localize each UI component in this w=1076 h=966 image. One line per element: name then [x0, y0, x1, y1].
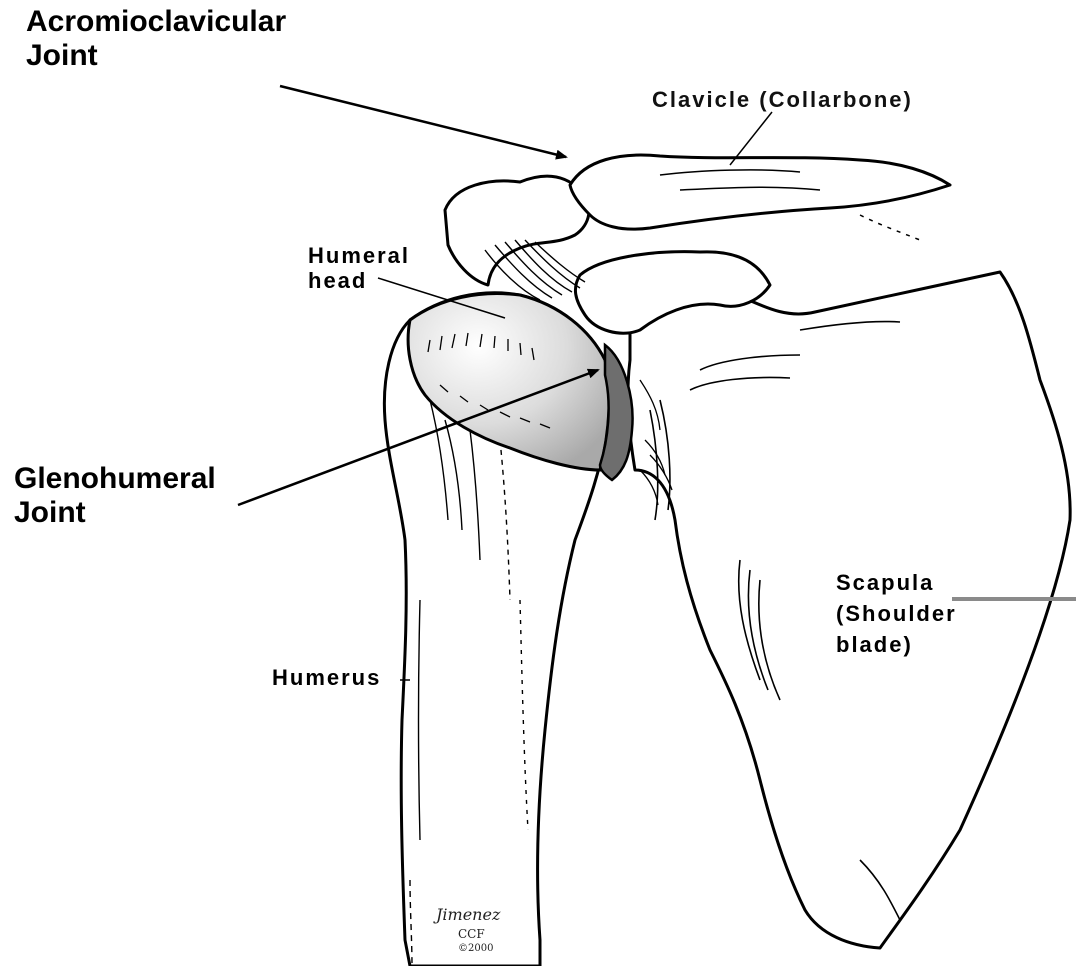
clavicle-bone — [570, 155, 950, 229]
glenohumeral-label: Glenohumeral Joint — [14, 462, 216, 529]
scapula-label-line2: (Shoulder — [836, 599, 957, 630]
glenohumeral-label-line2: Joint — [14, 496, 216, 530]
signature-org: CCF — [458, 927, 485, 941]
humerus-label: Humerus — [272, 666, 381, 691]
signature-year: ©2000 — [458, 943, 493, 954]
acromioclavicular-arrow — [280, 86, 566, 157]
signature-name: Jimenez — [436, 905, 500, 924]
acromioclavicular-label-line1: Acromioclavicular — [26, 5, 286, 39]
humeral-head-label-line2: head — [308, 269, 410, 294]
scapula-label-line3: blade) — [836, 630, 957, 661]
acromioclavicular-label-line2: Joint — [26, 39, 286, 73]
artist-signature: Jimenez CCF ©2000 — [436, 905, 546, 965]
glenohumeral-label-line1: Glenohumeral — [14, 462, 216, 496]
humeral-head-label-line1: Humeral — [308, 244, 410, 269]
scapula-label: Scapula (Shoulder blade) — [836, 568, 957, 660]
scapula-label-line1: Scapula — [836, 568, 957, 599]
clavicle-label: Clavicle (Collarbone) — [652, 87, 913, 113]
humeral-head-label: Humeral head — [308, 244, 410, 293]
acromioclavicular-label: Acromioclavicular Joint — [26, 5, 286, 72]
